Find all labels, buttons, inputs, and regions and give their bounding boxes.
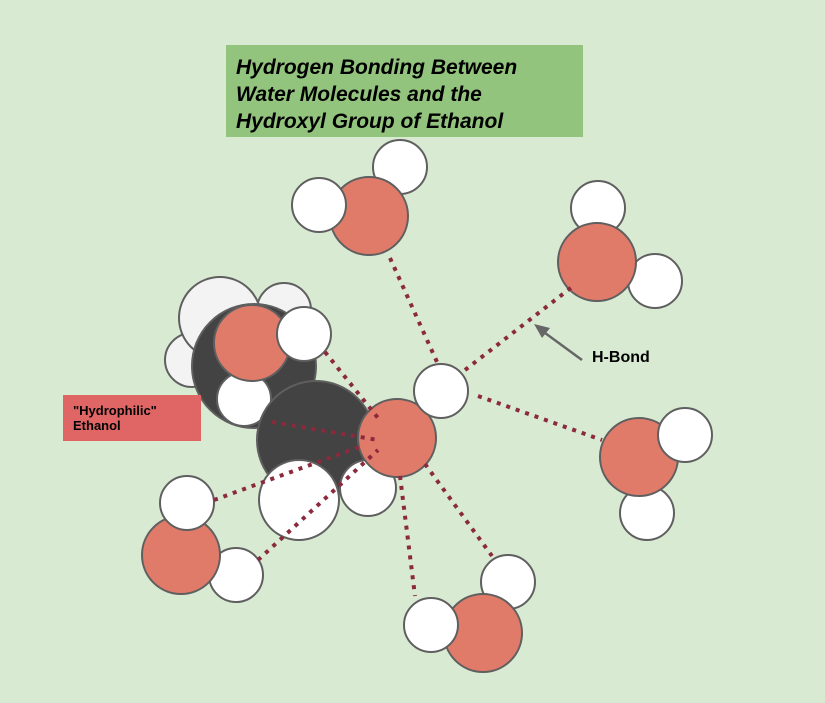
hbond-line: [213, 444, 363, 502]
water-molecule-bottom: [403, 554, 536, 673]
ethanol-hydrogen-atom: [258, 459, 340, 541]
hbond-arrow: [534, 324, 583, 362]
water-molecule-top: [291, 139, 428, 256]
title-line: Hydroxyl Group of Ethanol: [236, 110, 504, 133]
water-molecule-left: [141, 475, 264, 603]
water-molecule-upper-right: [557, 180, 683, 309]
hbond-line: [271, 420, 379, 442]
hbond-label: H-Bond: [592, 349, 650, 366]
hydrogen-atom: [159, 475, 215, 531]
diagram-title: Hydrogen Bonding Between Water Molecules…: [226, 45, 583, 137]
hbond-line: [463, 285, 574, 372]
hydrogen-atom: [403, 597, 459, 653]
hydroxyl-hydrogen-atom: [413, 363, 469, 419]
ethanol-label-line: "Hydrophilic": [73, 403, 157, 418]
title-line: Hydrogen Bonding Between: [236, 56, 518, 79]
ethanol-label-line: Ethanol: [73, 418, 121, 433]
hydrogen-bonds: [213, 257, 603, 597]
hbond-line: [398, 475, 417, 597]
hydrogen-atom: [291, 177, 347, 233]
hbond-line: [477, 394, 603, 442]
hydrogen-atom: [657, 407, 713, 463]
hbond-line: [388, 257, 439, 363]
hbond-line: [256, 448, 380, 562]
title-line: Water Molecules and the: [236, 83, 482, 106]
hydrogen-atom: [276, 306, 332, 362]
ethanol-label: "Hydrophilic" Ethanol: [63, 395, 201, 441]
hbond-line: [423, 462, 494, 558]
oxygen-atom: [557, 222, 637, 302]
water-molecule-right: [599, 407, 713, 541]
hbond-line: [323, 350, 380, 420]
hydroxyl-oxygen-atom: [357, 398, 437, 478]
